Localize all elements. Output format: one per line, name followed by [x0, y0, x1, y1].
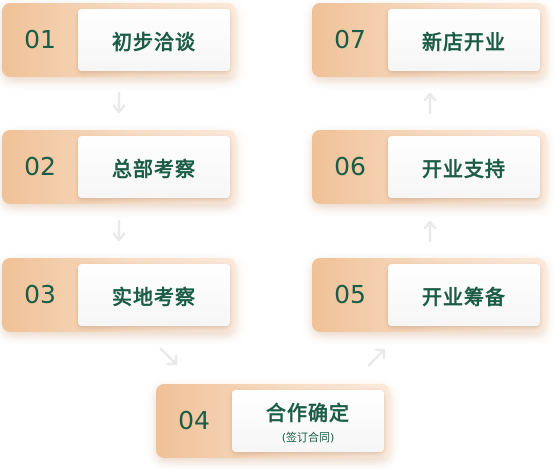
- step-sublabel: (签订合同): [281, 431, 335, 444]
- step-number: 03: [24, 280, 56, 309]
- step-label: 开业支持: [422, 156, 506, 181]
- step-label: 合作确定: [266, 401, 350, 425]
- step-label: 初步洽谈: [112, 29, 196, 54]
- step-number: 06: [334, 152, 366, 181]
- step-number: 02: [24, 152, 56, 181]
- step-label: 总部考察: [112, 156, 196, 181]
- step-03: 03 实地考察: [2, 258, 236, 332]
- step-number: 05: [334, 280, 366, 309]
- step-01: 01 初步洽谈: [2, 3, 236, 77]
- arrow-up-icon: [423, 220, 437, 242]
- step-label: 开业筹备: [422, 284, 506, 309]
- arrow-up-icon: [423, 92, 437, 114]
- step-number: 04: [178, 406, 210, 435]
- step-number: 01: [24, 25, 56, 54]
- step-05: 05 开业筹备: [312, 258, 546, 332]
- step-02: 02 总部考察: [2, 130, 236, 204]
- step-label: 实地考察: [112, 284, 196, 309]
- step-card: 初步洽谈: [78, 9, 230, 71]
- step-card: 新店开业: [388, 9, 540, 71]
- step-04: 04 合作确定 (签订合同): [156, 384, 390, 458]
- arrow-down-icon: [112, 220, 126, 242]
- step-card: 开业筹备: [388, 264, 540, 326]
- step-06: 06 开业支持: [312, 130, 546, 204]
- step-card: 总部考察: [78, 136, 230, 198]
- step-card: 合作确定 (签订合同): [232, 390, 384, 452]
- step-card: 实地考察: [78, 264, 230, 326]
- step-07: 07 新店开业: [312, 3, 546, 77]
- step-number: 07: [334, 25, 366, 54]
- step-card: 开业支持: [388, 136, 540, 198]
- arrow-up-right-icon: [367, 348, 386, 367]
- arrow-down-right-icon: [159, 347, 178, 366]
- step-label: 新店开业: [422, 29, 506, 54]
- arrow-down-icon: [112, 92, 126, 114]
